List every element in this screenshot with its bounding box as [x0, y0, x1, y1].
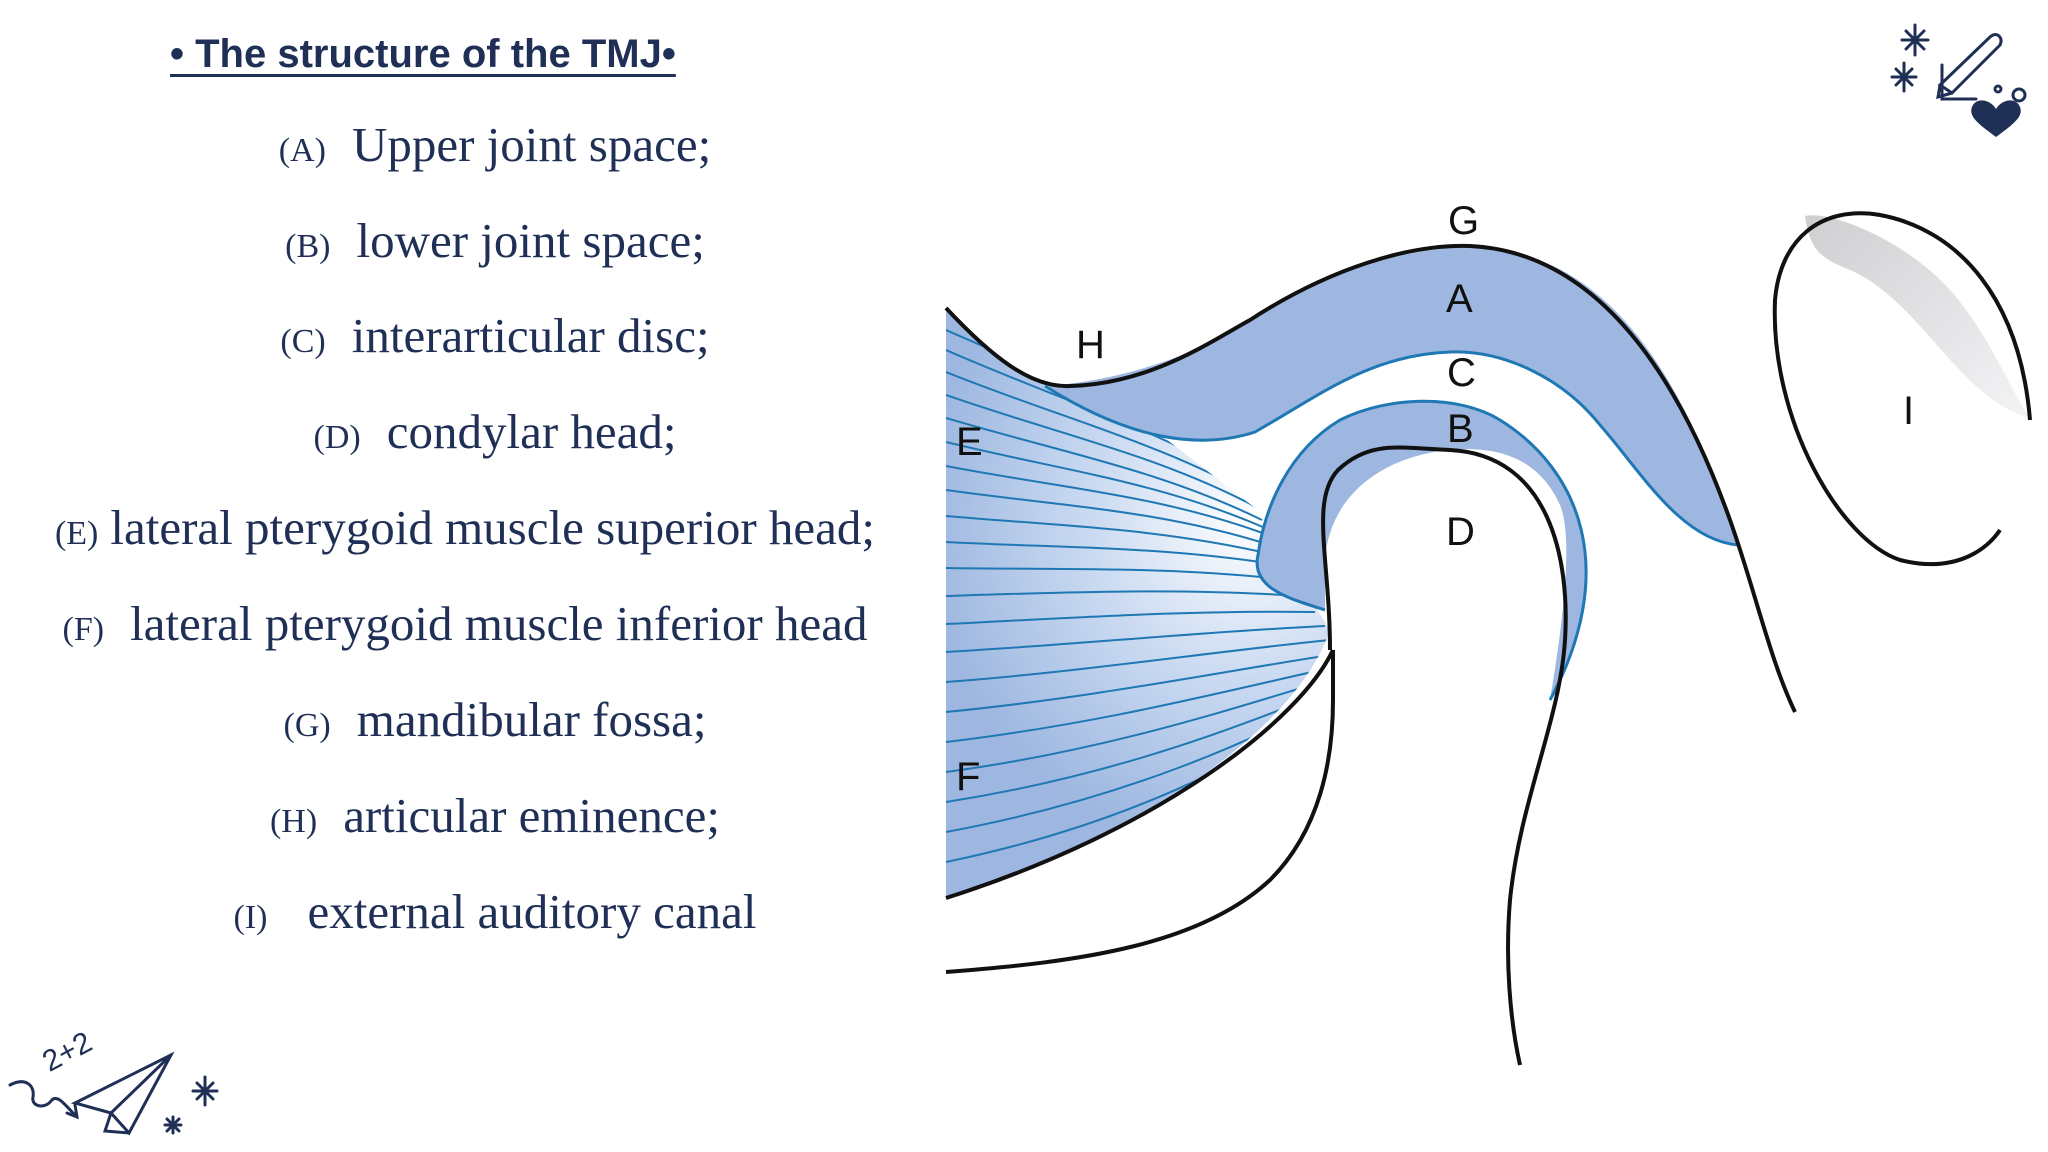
item-text: external auditory canal: [308, 884, 757, 939]
condylar-head-outline: [1323, 448, 1566, 1065]
item-text: lateral pterygoid muscle inferior head: [130, 596, 867, 651]
list-item-i: (I) external auditory canal: [0, 882, 960, 948]
item-tag: (H): [270, 803, 317, 840]
item-text: interarticular disc;: [352, 308, 710, 363]
list-item-f: (F) lateral pterygoid muscle inferior hea…: [0, 594, 930, 660]
list-item-a: (A) Upper joint space;: [0, 115, 960, 181]
item-tag: (G): [284, 707, 331, 744]
label-g: G: [1448, 199, 1479, 243]
list-item-h: (H) articular eminence;: [0, 786, 960, 852]
item-text: lateral pterygoid muscle superior head;: [110, 500, 875, 555]
list-item-b: (B) lower joint space;: [0, 211, 960, 277]
paper-plane-icon: 2+2: [5, 1005, 225, 1150]
item-text: Upper joint space;: [352, 117, 711, 172]
label-e: E: [956, 420, 983, 464]
item-text: lower joint space;: [356, 213, 704, 268]
list-item-g: (G) mandibular fossa;: [0, 690, 960, 756]
list-item-c: (C) interarticular disc;: [0, 306, 960, 372]
list-item-e: (E) lateral pterygoid muscle superior hea…: [0, 498, 930, 564]
label-h: H: [1076, 323, 1105, 367]
slide-title: • The structure of the TMJ•: [170, 32, 676, 77]
item-tag: (I): [234, 899, 268, 936]
tmj-diagram: G A C B D H E F I: [944, 190, 2048, 1070]
item-text: articular eminence;: [343, 788, 720, 843]
label-d: D: [1446, 510, 1475, 554]
item-tag: (E): [55, 515, 98, 552]
pencil-sparkle-heart-icon: [1880, 15, 2040, 175]
label-b: B: [1447, 407, 1474, 451]
item-tag: (D): [314, 419, 361, 456]
item-tag: (F): [63, 611, 105, 648]
label-c: C: [1447, 351, 1476, 395]
item-tag: (A): [279, 132, 326, 169]
item-tag: (B): [285, 228, 330, 265]
label-f: F: [956, 755, 980, 799]
item-text: condylar head;: [387, 404, 677, 459]
label-i: I: [1903, 389, 1914, 433]
label-a: A: [1446, 277, 1473, 321]
item-text: mandibular fossa;: [357, 692, 707, 747]
item-tag: (C): [280, 323, 325, 360]
list-item-d: (D) condylar head;: [0, 402, 960, 468]
doodle-equation: 2+2: [37, 1026, 97, 1079]
